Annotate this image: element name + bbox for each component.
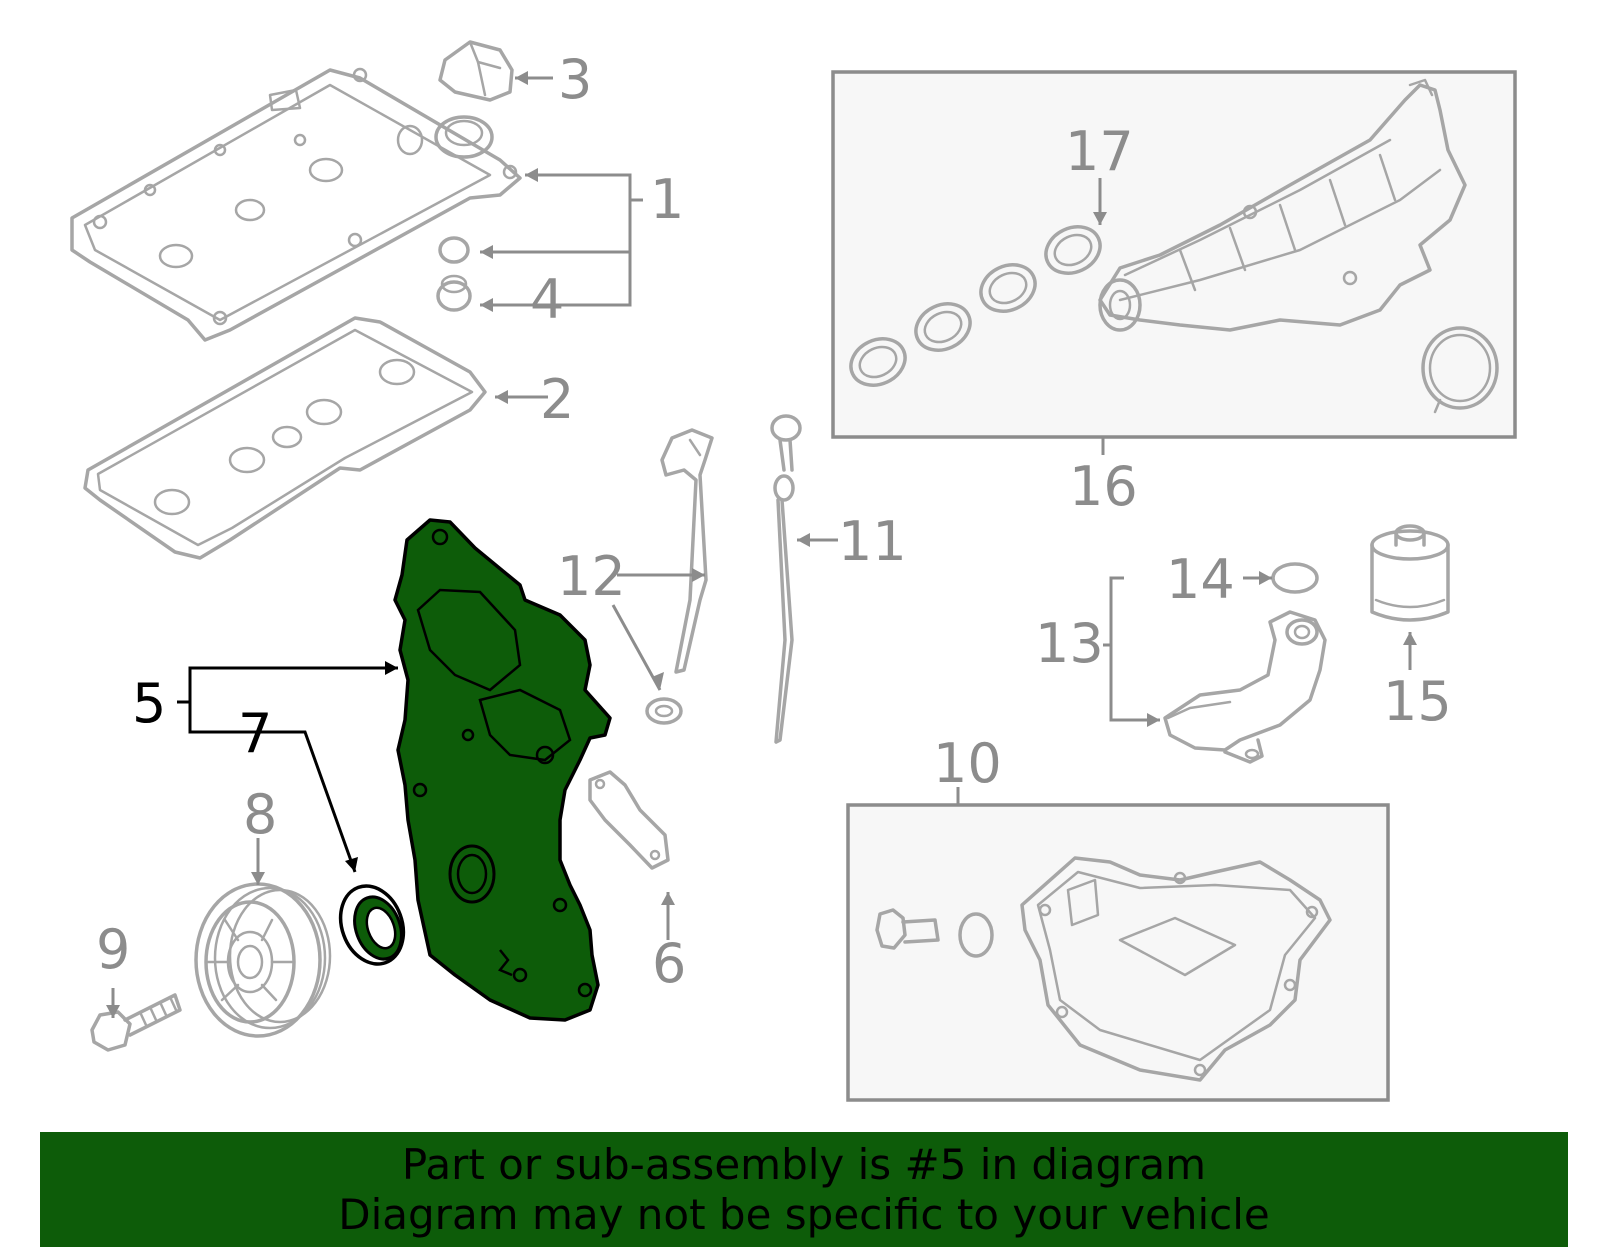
arrowheads <box>106 71 1417 1018</box>
dipstick-seal-ring-part[interactable] <box>645 697 683 725</box>
throttle-body-gasket-part[interactable] <box>1421 326 1499 414</box>
oil-pan-part[interactable] <box>1020 856 1332 1082</box>
callout-6[interactable]: 6 <box>652 932 686 995</box>
callout-16[interactable]: 16 <box>1069 455 1138 518</box>
callout-14[interactable]: 14 <box>1166 548 1235 611</box>
intake-manifold-assembly-box <box>831 70 1517 439</box>
seal-ring-part[interactable] <box>438 236 470 264</box>
valve-cover-part[interactable] <box>70 67 522 342</box>
callout-1[interactable]: 1 <box>650 168 684 231</box>
callout-7[interactable]: 7 <box>238 702 272 765</box>
drain-plug-washer-part[interactable] <box>958 912 994 958</box>
callout-5[interactable]: 5 <box>132 672 166 735</box>
intake-manifold-part[interactable] <box>1098 78 1467 332</box>
timing-cover-part-highlighted[interactable] <box>393 518 612 1022</box>
callout-15[interactable]: 15 <box>1383 670 1452 733</box>
info-banner: Part or sub-assembly is #5 in diagram Di… <box>40 1132 1568 1247</box>
crankshaft-pulley-part[interactable] <box>194 882 332 1038</box>
callout-13[interactable]: 13 <box>1035 612 1104 675</box>
intake-port-gasket-4[interactable] <box>1038 218 1107 282</box>
oil-filter-part[interactable] <box>1370 524 1450 622</box>
active-arrowheads <box>345 661 398 872</box>
callout-8[interactable]: 8 <box>243 783 277 846</box>
callout-2[interactable]: 2 <box>540 368 574 431</box>
callout-9[interactable]: 9 <box>96 918 130 981</box>
intake-port-gasket-3[interactable] <box>973 256 1042 320</box>
cover-gasket-part[interactable] <box>588 770 670 870</box>
plug-part[interactable] <box>436 274 472 312</box>
callout-11[interactable]: 11 <box>838 510 907 573</box>
oil-filler-cap-part[interactable] <box>438 40 514 102</box>
callout-12[interactable]: 12 <box>557 545 626 608</box>
intake-port-gasket-2[interactable] <box>908 295 977 359</box>
dipstick-part[interactable] <box>770 414 802 744</box>
callout-3[interactable]: 3 <box>558 48 592 111</box>
callout-4[interactable]: 4 <box>530 268 564 331</box>
oil-pickup-part[interactable] <box>1163 610 1327 764</box>
valve-cover-gasket-part[interactable] <box>83 316 487 560</box>
pulley-bolt-part[interactable] <box>90 993 182 1052</box>
callout-10[interactable]: 10 <box>933 732 1002 795</box>
drain-plug-part[interactable] <box>875 908 940 950</box>
parts-diagram: 1 2 3 4 5 6 7 8 9 10 11 12 13 14 15 16 1… <box>70 40 1517 1102</box>
pickup-o-ring-part[interactable] <box>1271 562 1319 594</box>
crankshaft-seal-part[interactable] <box>330 877 414 973</box>
oil-pan-assembly-box <box>846 803 1390 1102</box>
dipstick-tube-part[interactable] <box>660 428 714 674</box>
banner-line-2: Diagram may not be specific to your vehi… <box>338 1189 1270 1239</box>
callout-17[interactable]: 17 <box>1065 120 1134 183</box>
banner-line-1: Part or sub-assembly is #5 in diagram <box>401 1139 1207 1189</box>
intake-port-gasket-1[interactable] <box>843 330 912 394</box>
